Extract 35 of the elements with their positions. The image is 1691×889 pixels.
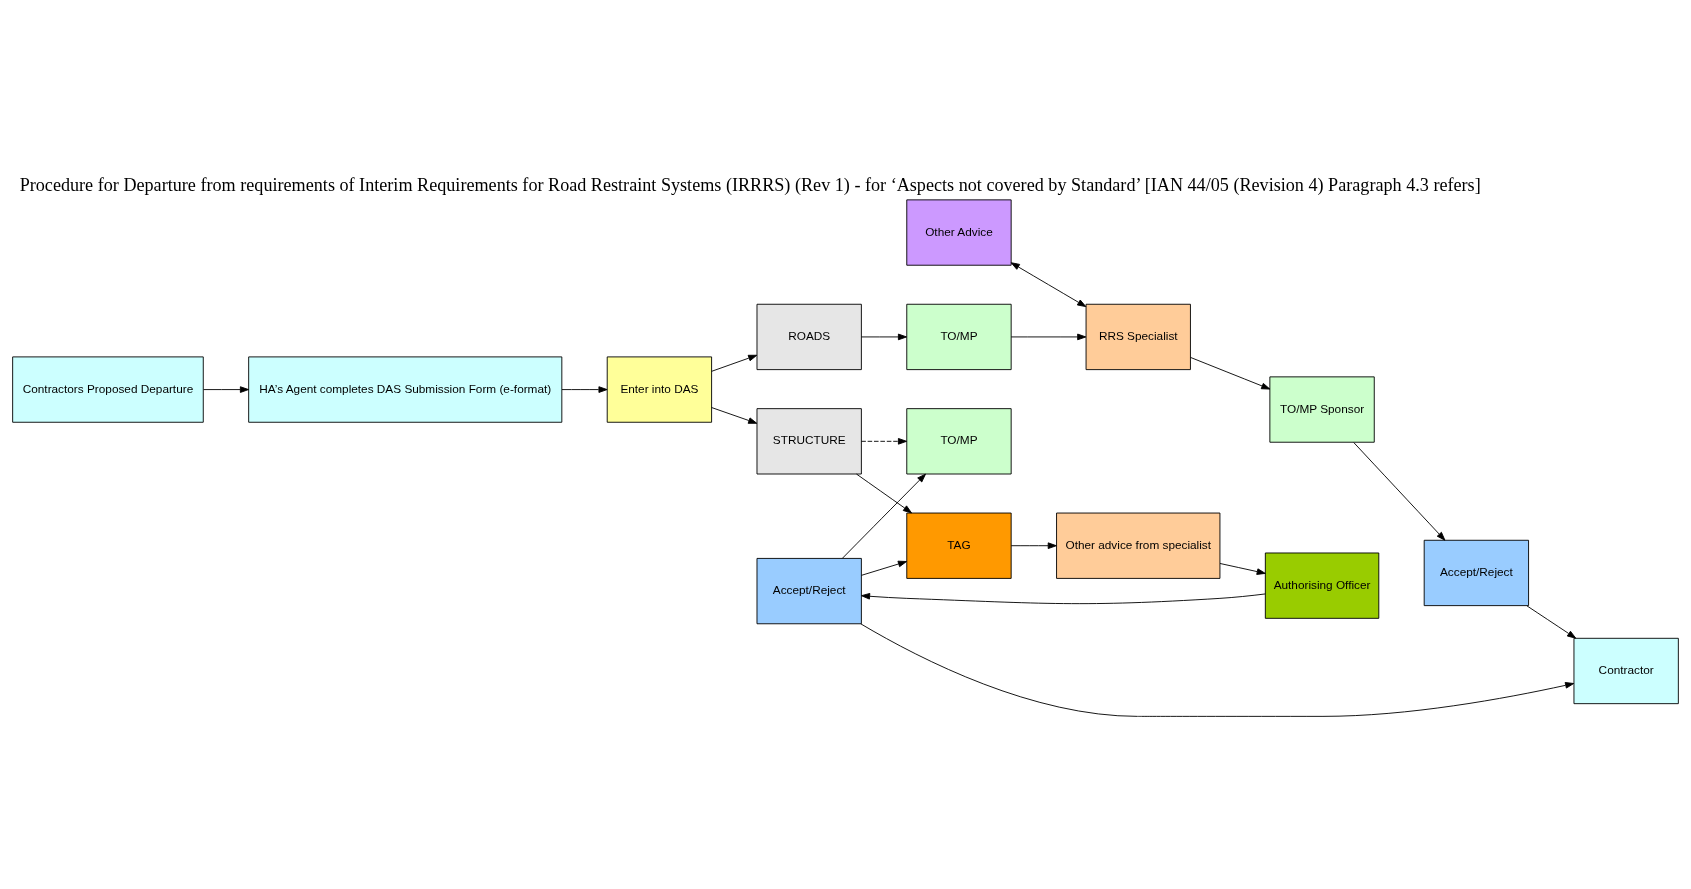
arrow (711, 407, 758, 424)
arrow (860, 333, 907, 341)
node-box: TO/MP Sponsor (1269, 376, 1375, 443)
arrow (1219, 563, 1266, 575)
arrow (1190, 357, 1271, 390)
arrow (860, 560, 907, 576)
node-box: RRS Specialist (1085, 303, 1191, 371)
node-box: TAG (906, 512, 1012, 579)
node-box: HA’s Agent completes DAS Submission Form (e-format) (248, 356, 563, 423)
arrow (841, 473, 926, 559)
node-box: Other advice from specialist (1056, 512, 1221, 579)
arrow (1353, 442, 1446, 541)
arrow (856, 473, 912, 514)
arrow (711, 354, 758, 372)
node-box: TO/MP (906, 303, 1012, 371)
node-box: ROADS (756, 303, 862, 371)
node-box: Enter into DAS (606, 356, 713, 423)
node-box: Accept/Reject (756, 557, 862, 625)
node-box: Contractor (1573, 637, 1679, 705)
arrow (1526, 605, 1577, 639)
arrow (1010, 333, 1087, 341)
arrow (1010, 262, 1087, 308)
diagram-title: Procedure for Departure from requirements of Interim Requirements for Road Restraint Systems (IRRRS) (Rev 1) - for ‘Aspects not covered by Standard’ [IAN 44/05 (Revision 4) Paragraph 4.3 refers] (19, 174, 1481, 195)
arrow (561, 386, 608, 393)
node-box: Authorising Officer (1264, 552, 1380, 619)
arrow (1010, 542, 1057, 550)
node-box: Accept/Reject (1423, 539, 1530, 607)
node-box: TO/MP (906, 408, 1012, 475)
arrow (860, 623, 1575, 717)
arrow (861, 592, 1266, 605)
arrow (860, 438, 907, 445)
arrow (203, 386, 249, 393)
node-box: Other Advice (906, 199, 1012, 266)
node-box: Contractors Proposed Departure (12, 356, 204, 423)
node-box: STRUCTURE (756, 408, 862, 475)
